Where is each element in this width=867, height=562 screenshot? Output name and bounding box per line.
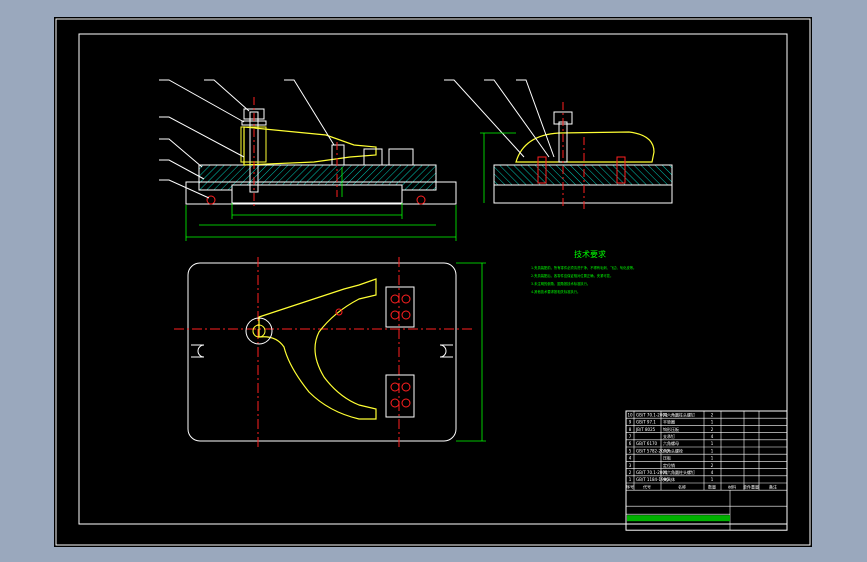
bom-cell-seq: 7	[629, 434, 632, 439]
bom-cell-qty: 1	[711, 420, 714, 425]
front-view	[159, 79, 457, 241]
bom-cell-name: 六角螺母	[663, 440, 679, 446]
side-clamp-arm	[515, 131, 655, 163]
mounting-slot-right	[439, 344, 453, 358]
bom-cell-qty: 4	[711, 434, 714, 439]
bom-cell-name: 夹具体	[663, 476, 675, 482]
inner-frame	[78, 33, 788, 525]
clamp-stud	[249, 111, 259, 193]
bom-cell-code: GB/T 70.1-2000	[636, 412, 668, 417]
side-pin-left	[537, 156, 547, 184]
bom-cell-code: GB/T 97.1	[636, 420, 656, 425]
bom-cell-seq: 6	[629, 441, 632, 446]
bom-cell-name: 压板	[663, 455, 671, 461]
bom-cell-seq: 5	[629, 448, 632, 453]
workpiece-outline	[258, 278, 377, 420]
bom-cell-seq: 10	[627, 412, 633, 417]
bom-header-name: 名称	[678, 483, 686, 489]
top-view	[174, 257, 486, 447]
bom-cell-seq: 3	[629, 463, 632, 468]
bolt-hole	[401, 310, 411, 320]
bom-header-qty: 数量	[708, 483, 716, 489]
cad-viewport[interactable]: 技术要求 1.夹具装配前，所有零件必须清洗干净，不得有毛刺、飞边、氧化皮等。 2…	[54, 17, 812, 547]
bom-cell-seq: 4	[629, 456, 632, 461]
bom-cell-seq: 8	[629, 427, 632, 432]
bom-cell-code: GB/T 6170	[636, 441, 658, 446]
top-base-plate	[187, 262, 457, 442]
bom-cell-name: 内六角圆柱头螺钉	[663, 411, 695, 417]
workpiece-hub-outer	[245, 317, 273, 345]
bom-cell-name: 钩形压板	[663, 426, 679, 432]
clamp-arm	[243, 126, 377, 166]
bom-cell-qty: 4	[711, 470, 714, 475]
assembly-drawing: 技术要求 1.夹具装配前，所有零件必须清洗干净，不得有毛刺、飞边、氧化皮等。 2…	[55, 18, 811, 546]
workpiece-hub-inner	[252, 324, 266, 338]
bom-cell-code: JB/T 8025	[635, 427, 656, 432]
bolt-hole	[390, 310, 400, 320]
bolt-hole	[401, 398, 411, 408]
side-pin-right	[616, 156, 626, 184]
bom-cell-name: 六角头螺栓	[663, 447, 683, 453]
top-clamp-block-lower	[385, 374, 415, 418]
bom-cell-qty: 1	[711, 441, 714, 446]
title-highlight	[627, 515, 730, 522]
notes-line-1: 1.夹具装配前，所有零件必须清洗干净，不得有毛刺、飞边、氧化皮等。	[531, 265, 636, 270]
support-block-2	[388, 148, 414, 166]
bom-cell-name: 平垫圈	[663, 419, 675, 425]
bom-cell-qty: 2	[711, 412, 714, 417]
locating-pin-hole	[335, 308, 343, 316]
notes-title: 技术要求	[574, 249, 606, 259]
bolt-hole	[401, 294, 411, 304]
bom-header-weight: 单件重量	[743, 483, 759, 489]
side-base-foot	[493, 184, 673, 204]
mounting-slot-left	[191, 344, 205, 358]
side-base-section	[493, 164, 673, 186]
base-cavity	[231, 184, 403, 204]
base-foot	[185, 181, 457, 205]
front-dimensions	[185, 167, 457, 241]
bolt-head-right	[416, 195, 426, 205]
bom-cell-qty: 1	[711, 448, 714, 453]
support-block-1	[331, 144, 345, 166]
notes-line-4: 4.其他技术要求按相关标准执行。	[531, 289, 580, 294]
bom-cell-seq: 9	[629, 420, 632, 425]
side-view	[444, 79, 673, 209]
bom-header-remark: 备注	[769, 483, 777, 489]
top-clamp-block-upper	[385, 286, 415, 328]
outer-frame	[55, 18, 811, 546]
bolt-head-left	[206, 195, 216, 205]
bom-cell-seq: 1	[629, 477, 632, 482]
notes-line-2: 2.夹具装配后，各零件应保证相对位置正确，夹紧可靠。	[531, 273, 613, 278]
notes-line-3: 3.未注明的倒角、圆角按技术标准执行。	[531, 281, 590, 286]
bom-header-material: 材料	[728, 483, 736, 489]
bolt-hole	[401, 382, 411, 392]
bom-cell-code: GB/T 70.1-2000	[636, 470, 668, 475]
bom-cell-name: 内六角圆柱头螺钉	[663, 469, 695, 475]
side-leaders	[444, 79, 555, 158]
bom-cell-qty: 1	[711, 477, 714, 482]
bom-cell-qty: 2	[711, 463, 714, 468]
technical-requirements: 技术要求 1.夹具装配前，所有零件必须清洗干净，不得有毛刺、飞边、氧化皮等。 2…	[531, 249, 636, 294]
bom-header-code: 代号	[643, 483, 651, 489]
bolt-hole	[390, 398, 400, 408]
bom-cell-seq: 2	[629, 470, 632, 475]
bom-header-seq: 序号	[626, 483, 634, 489]
bom-cell-qty: 2	[711, 427, 714, 432]
bom-cell-name: 定位销	[663, 462, 675, 468]
bom-cell-qty: 1	[711, 456, 714, 461]
bom-cell-name: 支承钉	[663, 433, 675, 439]
bolt-hole	[390, 382, 400, 392]
support-block-3	[363, 148, 383, 166]
side-dimensions	[480, 132, 516, 203]
bom-cell-code: GB/T 5782-2000	[636, 448, 669, 453]
bom-cell-code: GB/T 1184-1996	[636, 477, 669, 482]
bolt-hole	[390, 294, 400, 304]
front-leaders	[159, 79, 335, 199]
top-dimensions	[456, 262, 486, 442]
